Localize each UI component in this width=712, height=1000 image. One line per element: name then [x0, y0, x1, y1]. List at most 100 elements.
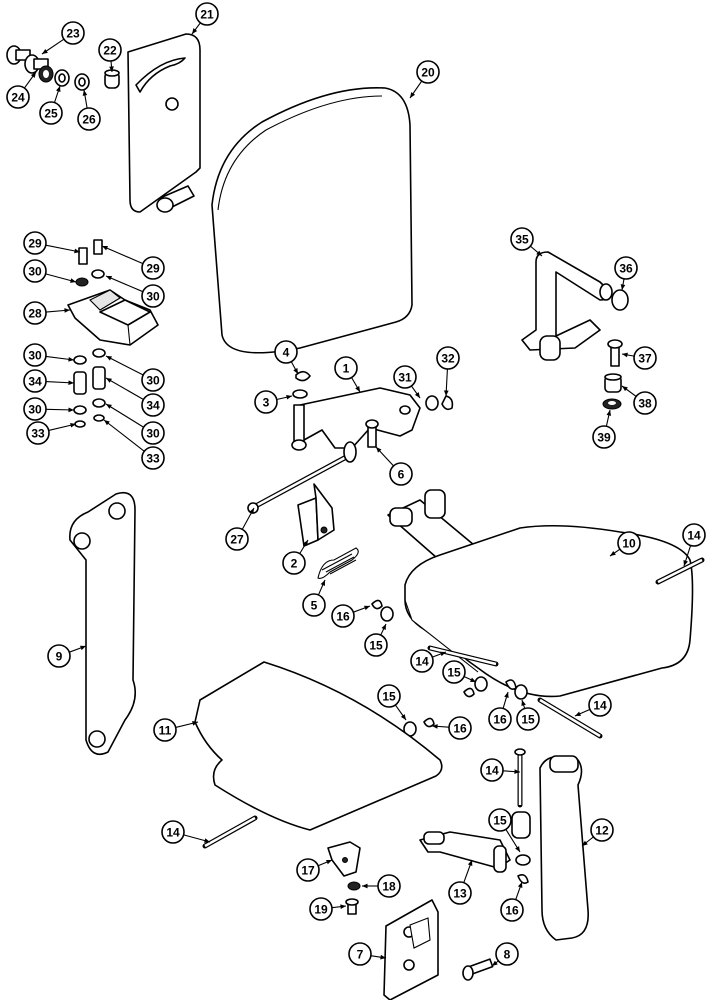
callout-number: 30	[146, 374, 160, 388]
callout-circle	[442, 660, 466, 684]
callout-arrowhead	[109, 66, 114, 72]
part-18-washer	[347, 881, 361, 891]
callout-35: 35	[510, 227, 543, 257]
callout-14: 14	[161, 820, 211, 844]
callout-leader	[105, 275, 144, 293]
callout-number: 14	[593, 699, 607, 713]
callout-circle	[309, 897, 333, 921]
part-35-handle	[521, 251, 613, 361]
callout-circle	[61, 21, 85, 45]
callout-leader	[105, 355, 144, 376]
callout-number: 14	[485, 764, 499, 778]
callout-arrowhead	[443, 390, 449, 396]
callout-arrowhead	[30, 72, 36, 78]
callout-number: 22	[103, 44, 117, 58]
callout-circle	[416, 60, 440, 84]
callout-34: 34	[105, 377, 165, 417]
part-25-washer	[54, 69, 70, 87]
callout-30: 30	[23, 259, 77, 283]
callout-circle	[23, 369, 47, 393]
callout-circle	[141, 446, 165, 470]
callout-number: 8	[504, 948, 511, 962]
callout-arrowhead	[80, 645, 86, 651]
callout-38: 38	[621, 385, 657, 415]
callout-arrowhead	[68, 356, 74, 362]
callout-number: 10	[622, 537, 636, 551]
part-6-screw	[365, 419, 379, 448]
callout-circle	[480, 758, 504, 782]
callout-number: 38	[638, 397, 652, 411]
callout-number: 30	[146, 427, 160, 441]
part-14-pins	[202, 557, 705, 849]
callout-number: 12	[595, 824, 609, 838]
callout-39: 39	[592, 409, 616, 449]
callout-circle	[225, 527, 249, 551]
callout-circle	[448, 881, 472, 905]
callout-30: 30	[23, 343, 75, 367]
callout-16: 16	[500, 881, 524, 922]
callout-number: 30	[28, 403, 42, 417]
part-13-foot-bracket	[419, 831, 511, 873]
part-17-bracket	[327, 841, 361, 877]
part-15-washers	[380, 606, 531, 866]
callout-5: 5	[302, 579, 326, 617]
callout-circle	[448, 716, 472, 740]
callout-number: 15	[369, 639, 383, 653]
part-36-cap	[611, 289, 629, 311]
part-33-clips	[74, 414, 105, 428]
callout-arrowhead	[521, 700, 526, 706]
callout-arrowhead	[514, 769, 520, 774]
callout-36: 36	[614, 256, 638, 291]
callout-circle	[23, 231, 47, 255]
callout-circle	[23, 301, 47, 325]
callout-11: 11	[153, 718, 199, 742]
callout-leader	[45, 244, 81, 253]
callout-number: 25	[44, 107, 58, 121]
callout-arrowhead	[82, 90, 88, 96]
callout-14: 14	[574, 693, 612, 717]
callout-9: 9	[47, 644, 87, 668]
callout-arrowhead	[106, 404, 112, 409]
callout-arrowhead	[64, 308, 70, 313]
callout-2: 2	[282, 539, 309, 575]
callout-circle	[500, 898, 524, 922]
callout-circle	[488, 707, 512, 731]
callout-circle	[393, 365, 417, 389]
callout-26: 26	[77, 89, 101, 131]
callout-leader	[101, 245, 144, 265]
part-21-backrest-bracket	[127, 33, 201, 213]
callout-number: 24	[11, 91, 25, 105]
callout-number: 1	[343, 362, 350, 376]
callout-25: 25	[39, 85, 63, 125]
callout-arrowhead	[414, 392, 420, 398]
callout-circle	[590, 818, 614, 842]
callout-circle	[98, 38, 122, 62]
callout-circle	[617, 531, 641, 555]
callout-number: 34	[28, 375, 42, 389]
callout-circle	[334, 356, 358, 380]
callout-arrowhead	[582, 840, 588, 846]
callout-16: 16	[331, 604, 371, 628]
callout-13: 13	[448, 859, 473, 905]
callout-circle	[26, 421, 50, 445]
callout-leader	[105, 403, 144, 428]
callout-circle	[633, 391, 657, 415]
callout-33: 33	[26, 421, 77, 445]
part-27-pin	[247, 441, 357, 514]
callout-15: 15	[364, 623, 388, 657]
callout-30: 30	[105, 403, 165, 445]
callout-arrowhead	[106, 378, 112, 383]
callout-15: 15	[442, 660, 477, 684]
callout-arrowhead	[42, 48, 48, 54]
callout-22: 22	[98, 38, 122, 73]
part-5-spring	[317, 547, 359, 579]
callout-arrowhead	[362, 883, 368, 889]
callout-number: 30	[28, 349, 42, 363]
callout-circle	[23, 397, 47, 421]
callout-arrowhead	[492, 960, 498, 966]
callout-17: 17	[296, 858, 333, 882]
callout-30: 30	[105, 355, 165, 392]
part-28-pivot-block	[67, 289, 159, 346]
part-24-washer	[38, 65, 54, 83]
callout-circle	[6, 85, 30, 109]
